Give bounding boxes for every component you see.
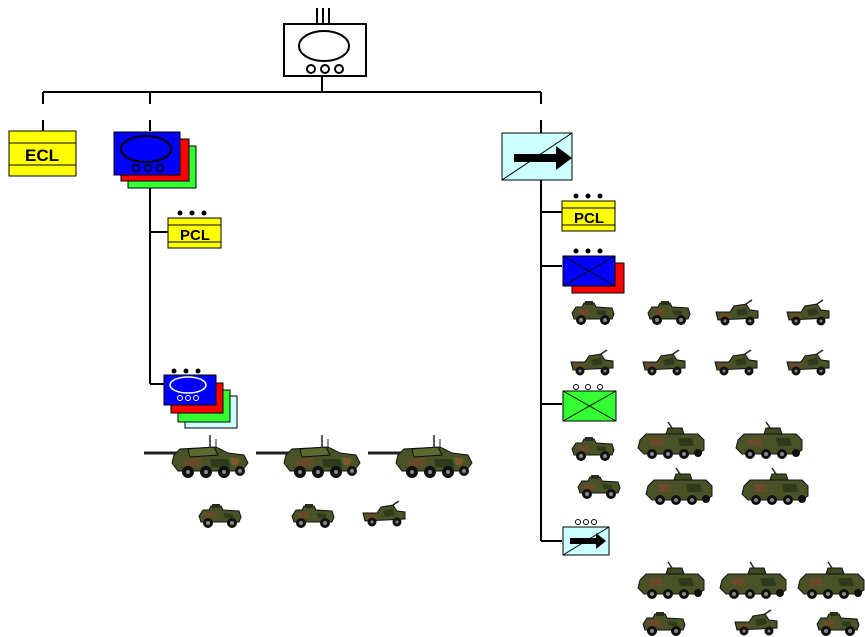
apc-icon (637, 561, 705, 600)
light-vehicle-icon (786, 349, 830, 377)
apc-icon (797, 561, 865, 600)
armored-car-icon (254, 433, 362, 480)
jeep-icon (571, 300, 615, 326)
recon-platoon-stacked-icon (163, 368, 238, 429)
light-vehicle-icon (715, 299, 759, 327)
pcl-left-label: PCL (180, 227, 210, 244)
light-vehicle-icon (786, 299, 830, 327)
jeep-icon (291, 503, 335, 529)
ecl-unit-box: ECL (8, 130, 77, 177)
jeep-icon (642, 611, 686, 637)
apc-icon (645, 467, 713, 506)
jeep-icon (571, 436, 615, 462)
apc-icon (719, 561, 787, 600)
jeep-icon (577, 474, 621, 500)
recon-group-arrow-icon (501, 132, 573, 181)
recon-platoon-blue-icon (562, 248, 625, 294)
jeep-icon (816, 611, 860, 637)
hq-command-post-icon (283, 8, 367, 77)
recon-section-arrow-icon (562, 519, 610, 556)
apc-icon (637, 421, 705, 460)
light-vehicle-icon (714, 349, 758, 377)
light-vehicle-icon (362, 500, 406, 528)
connector-lines (42, 76, 562, 542)
armored-car-icon (142, 433, 250, 480)
light-vehicle-icon (642, 349, 686, 377)
infantry-platoon-green-icon (562, 384, 617, 422)
jeep-icon (647, 300, 691, 326)
apc-icon (741, 467, 809, 506)
jeep-icon (198, 503, 242, 529)
pcl-right-box: PCL (561, 193, 616, 232)
armored-squadron-stacked-icon (113, 131, 197, 189)
pcl-left-box: PCL (167, 210, 222, 249)
light-vehicle-icon (570, 349, 614, 377)
apc-icon (735, 421, 803, 460)
pcl-right-label: PCL (574, 210, 604, 227)
armored-car-icon (366, 433, 474, 480)
ecl-label: ECL (25, 146, 59, 165)
light-vehicle-icon (734, 609, 778, 637)
